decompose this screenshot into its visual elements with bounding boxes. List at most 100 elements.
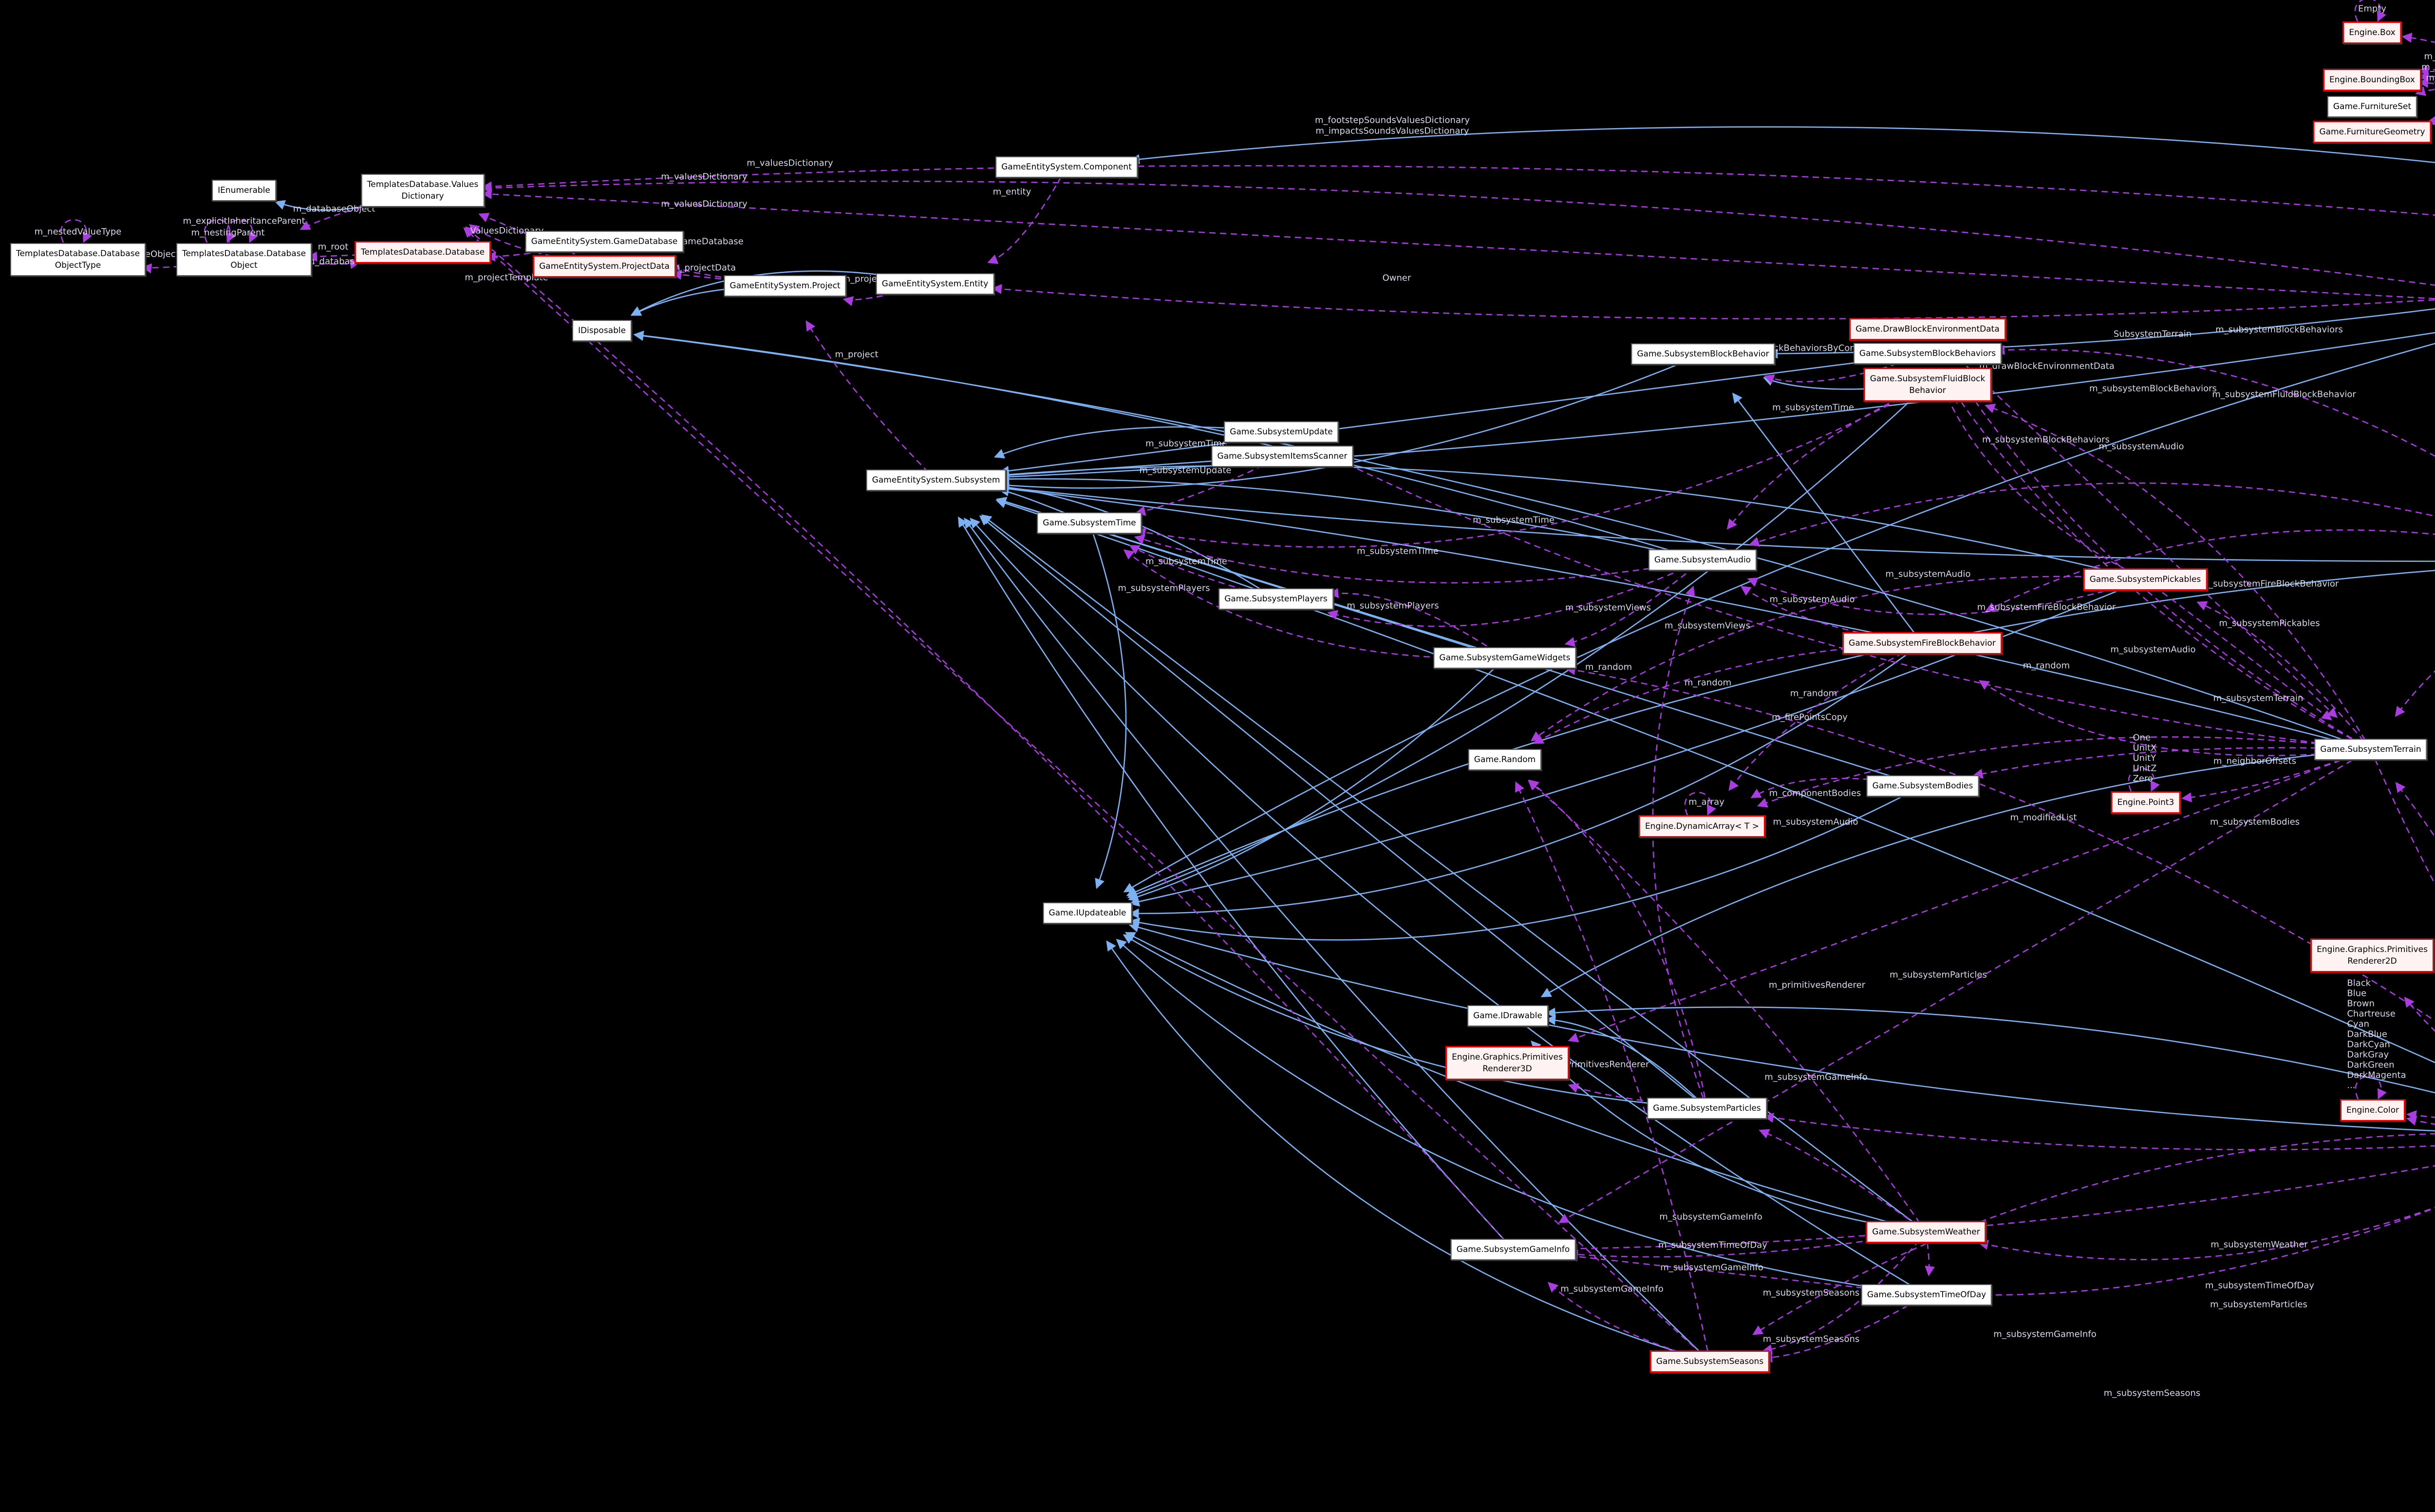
edge-ssparticles-iupd xyxy=(1123,934,1707,1109)
node-ssfire[interactable]: Game.SubsystemFireBlockBehavior xyxy=(1842,632,2002,654)
edge-furndesign-furnset xyxy=(2415,86,2435,96)
edge-label: m_subsystemUpdate xyxy=(1139,465,1232,476)
node-random[interactable]: Game.Random xyxy=(1468,749,1542,770)
node-component[interactable]: GameEntitySystem.Component xyxy=(995,156,1138,178)
node-idraw[interactable]: Game.IDrawable xyxy=(1467,1005,1548,1027)
edge-label: m_subsystemWeather xyxy=(2210,1239,2308,1250)
edge-label: m_explicitInheritanceParent xyxy=(183,216,305,226)
edge-label: m_neighborOffsets xyxy=(2213,756,2297,766)
node-prim3d[interactable]: Engine.Graphics.Primitives Renderer3D xyxy=(1445,1046,1569,1080)
edge-sstimeofday-iupd xyxy=(1116,938,1927,1296)
edge-label: m_database xyxy=(306,256,360,267)
node-dbobj[interactable]: TemplatesDatabase.Database Object xyxy=(176,243,312,276)
edge-sspick-random xyxy=(1530,576,2146,742)
node-drawenv[interactable]: Game.DrawBlockEnvironmentData xyxy=(1849,318,2006,340)
node-bbox[interactable]: Engine.BoundingBox xyxy=(2323,69,2421,91)
node-ssblockbehs[interactable]: Game.SubsystemBlockBehaviors xyxy=(1853,343,2002,364)
edge-label: m_project xyxy=(842,274,885,284)
node-ienum[interactable]: IEnumerable xyxy=(212,180,276,201)
edge-ssexpl-ssfire xyxy=(1985,529,2435,612)
edge-label: m_subsystemTime xyxy=(1772,402,1854,413)
node-subsystem[interactable]: GameEntitySystem.Subsystem xyxy=(866,469,1006,491)
node-sstimeofday[interactable]: Game.SubsystemTimeOfDay xyxy=(1861,1284,1992,1306)
edge-label: m_modifiedList xyxy=(2010,812,2077,823)
edge-label: m_nestingParent xyxy=(191,227,265,238)
edge-sssky-ssterrain xyxy=(2395,782,2435,838)
node-furngeom[interactable]: Game.FurnitureGeometry xyxy=(2313,121,2432,143)
edge-ssseasons-random xyxy=(1515,781,1711,1362)
edge-ssterrain-subsystem xyxy=(998,484,2371,750)
edge-label: m_random xyxy=(1684,677,1732,688)
edge-label: m_subsystemParticles xyxy=(1890,970,1987,980)
edge-drawenv-ssterrain xyxy=(1927,329,2338,718)
edge-ssterrain-ssfluid xyxy=(1985,404,2372,750)
edge-label: m_subsystemSeasons xyxy=(2103,1388,2201,1399)
node-prim2d[interactable]: Engine.Graphics.Primitives Renderer2D xyxy=(2310,938,2434,972)
edge-ssexpl-ssaudio xyxy=(1749,482,2435,547)
node-ssitems[interactable]: Game.SubsystemItemsScanner xyxy=(1211,446,1353,467)
node-ssweather[interactable]: Game.SubsystemWeather xyxy=(1866,1221,1986,1243)
edge-label: m_subsystemAudio xyxy=(1885,569,1971,579)
node-iupd[interactable]: Game.IUpdateable xyxy=(1043,902,1132,924)
edge-label: m_subsystemGameInfo xyxy=(1660,1262,1763,1273)
edge-label: m_subsystemPlayers xyxy=(1118,583,1210,594)
edge-ssweather-ssparticles xyxy=(1759,1129,1927,1233)
node-sspick[interactable]: Game.SubsystemPickables xyxy=(2083,568,2208,591)
edge-label: m_subsystemTime xyxy=(1357,546,1439,557)
node-sstime[interactable]: Game.SubsystemTime xyxy=(1037,512,1142,534)
node-gamedb[interactable]: GameEntitySystem.GameDatabase xyxy=(525,231,684,252)
node-ssfluid[interactable]: Game.SubsystemFluidBlock Behavior xyxy=(1863,368,1992,402)
edge-sssky-sswidgets xyxy=(1565,665,2435,1022)
edge-label: m_subsystemViews xyxy=(1665,620,1750,631)
node-ssbodies[interactable]: Game.SubsystemBodies xyxy=(1866,775,1979,797)
node-ssgameinfo[interactable]: Game.SubsystemGameInfo xyxy=(1450,1239,1576,1260)
edge-sspick-ssblockbehs xyxy=(1943,388,2146,580)
node-color[interactable]: Engine.Color xyxy=(2340,1099,2406,1121)
edge-label: m_valuesDictionary xyxy=(661,171,748,182)
node-dynarray[interactable]: Engine.DynamicArray< T > xyxy=(1638,815,1766,838)
edge-ssterrain-ssfire xyxy=(1978,680,2371,756)
edge-label: m_drawBlockEnvironmentData xyxy=(1979,361,2115,372)
edge-label: m_valuesDictionary xyxy=(661,199,748,209)
node-dbobjtype[interactable]: TemplatesDatabase.Database ObjectType xyxy=(10,243,146,276)
edge-ssweather-ssseasons xyxy=(1761,1232,1927,1355)
edge-label: m_subsystemTerrain xyxy=(2213,693,2304,704)
node-ssplayers[interactable]: Game.SubsystemPlayers xyxy=(1218,588,1333,610)
node-ssterrain[interactable]: Game.SubsystemTerrain xyxy=(2314,739,2427,760)
node-ssparticles[interactable]: Game.SubsystemParticles xyxy=(1647,1098,1767,1119)
node-idisp[interactable]: IDisposable xyxy=(572,320,632,341)
node-entity[interactable]: GameEntitySystem.Entity xyxy=(876,273,994,295)
node-furnset[interactable]: Game.FurnitureSet xyxy=(2327,96,2417,117)
edge-label: m_subsystemViews xyxy=(1565,602,1651,613)
edge-ssterrain-point3 xyxy=(2181,748,2371,803)
node-ssaudio[interactable]: Game.SubsystemAudio xyxy=(1648,549,1757,571)
node-valdict[interactable]: TemplatesDatabase.Values Dictionary xyxy=(361,174,485,207)
node-projdata[interactable]: GameEntitySystem.ProjectData xyxy=(533,255,676,278)
edge-ssfire-ssaudio xyxy=(1740,585,1923,644)
node-point3[interactable]: Engine.Point3 xyxy=(2111,791,2181,814)
edge-ssbodies-iupd xyxy=(1129,785,1923,941)
edge-cfi-entity xyxy=(992,284,2435,319)
edge-ssfluid-iupd xyxy=(1127,384,1928,899)
edge-sssky-ssseasons xyxy=(1752,1133,2435,1335)
edge-label: m_footstepSoundsValuesDictionary xyxy=(1314,115,1470,126)
node-project[interactable]: GameEntitySystem.Project xyxy=(724,275,846,297)
node-tdb[interactable]: TemplatesDatabase.Database xyxy=(354,241,491,263)
edge-ssaudio-ssplayers xyxy=(1327,559,1703,627)
edge-label: m_projectData xyxy=(672,262,736,273)
edge-ssitems-sstime xyxy=(1135,455,1283,516)
edge-ssterrain-dynarray xyxy=(1757,736,2371,808)
node-ssblockbeh[interactable]: Game.SubsystemBlockBehavior xyxy=(1631,343,1775,365)
node-box[interactable]: Engine.Box xyxy=(2342,21,2402,44)
edge-label: m_collisionBoxesByRotation xyxy=(2424,51,2435,62)
edge-label: m_subsystemSeasons xyxy=(1762,1288,1860,1298)
edge-label: m_subsystemAudio xyxy=(2098,441,2184,452)
edge-label: m_subsystemTimeOfDay xyxy=(1658,1240,1767,1251)
edge-ssterrain-ssupdate xyxy=(1326,453,2371,750)
edge-sstime-iupd xyxy=(1088,523,1127,889)
node-ssupdate[interactable]: Game.SubsystemUpdate xyxy=(1224,421,1339,443)
edge-sssky-sstimeofday xyxy=(1983,1207,2435,1300)
node-ssseasons[interactable]: Game.SubsystemSeasons xyxy=(1649,1350,1770,1373)
node-sswidgets[interactable]: Game.SubsystemGameWidgets xyxy=(1433,647,1576,669)
edge-label: One UnitX UnitY UnitZ Zero xyxy=(2133,732,2157,784)
